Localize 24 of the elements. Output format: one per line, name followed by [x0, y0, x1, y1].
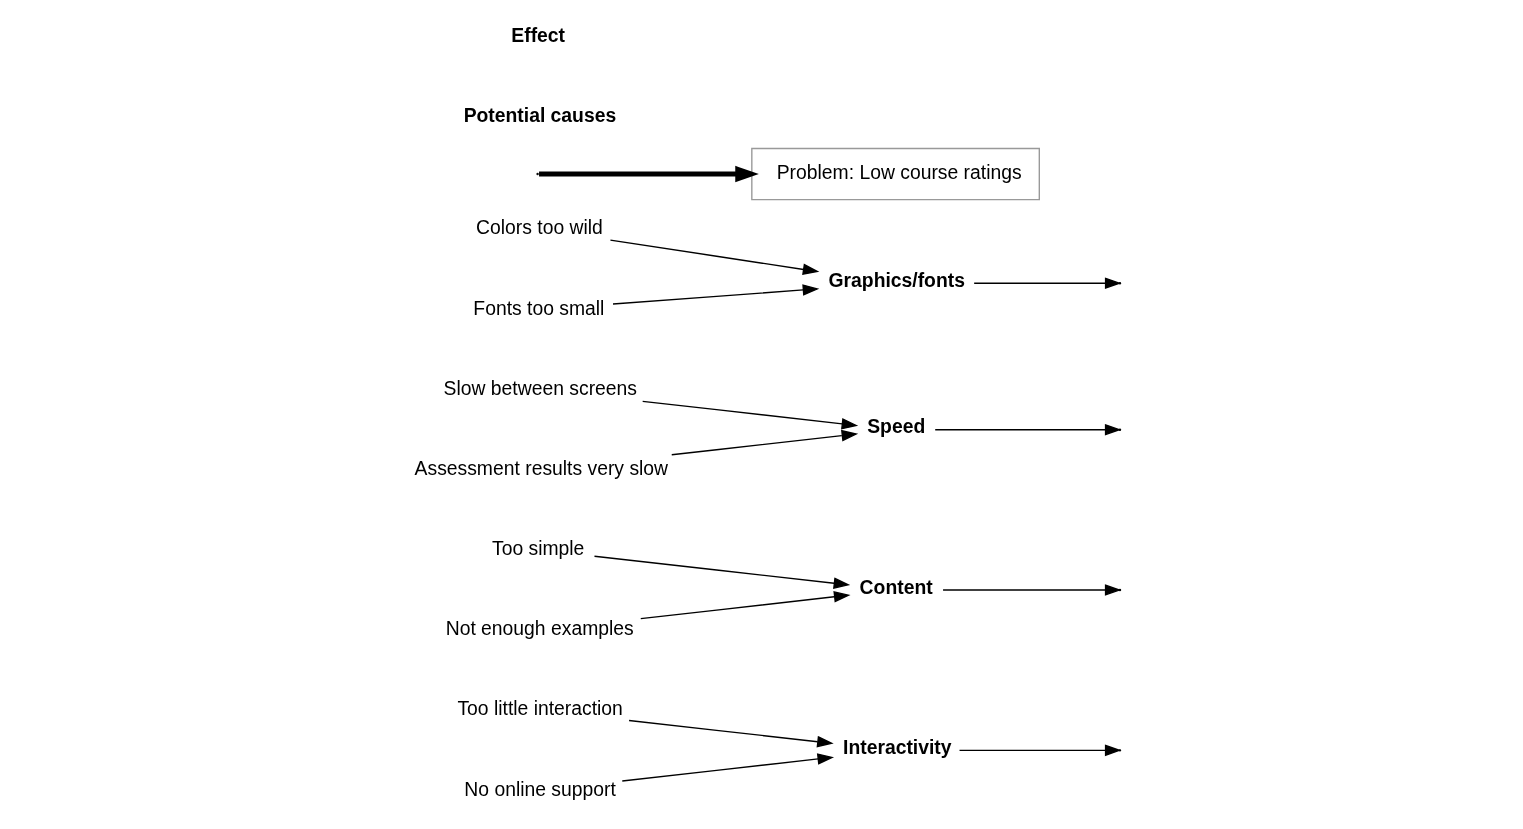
node-text: Colors too wild [475, 216, 603, 239]
arrow [670, 429, 858, 456]
arrow [538, 165, 759, 183]
node-text: Interactivity [842, 736, 952, 759]
node-text: Slow between screens [443, 376, 637, 399]
node-text: No online support [463, 777, 616, 800]
node-text: Speed [866, 415, 925, 438]
node-text: Too simple [491, 537, 584, 560]
node-text: Fonts too small [472, 296, 604, 319]
label: Effect [510, 24, 565, 47]
arrow [609, 239, 819, 276]
arrow [621, 753, 834, 782]
arrow [639, 591, 850, 620]
node-text: Too little interaction [456, 697, 623, 720]
node-text: Content [859, 575, 933, 598]
label: Potential causes [463, 104, 616, 127]
node-text: Not enough examples [445, 617, 634, 640]
arrow [627, 719, 834, 748]
arrow [641, 400, 858, 430]
arrow [593, 555, 850, 589]
node-box: Problem: Low course ratings [750, 147, 1040, 201]
arrow [611, 284, 819, 305]
node-text: Assessment results very slow [414, 456, 668, 479]
node-text: Graphics/fonts [828, 268, 965, 291]
